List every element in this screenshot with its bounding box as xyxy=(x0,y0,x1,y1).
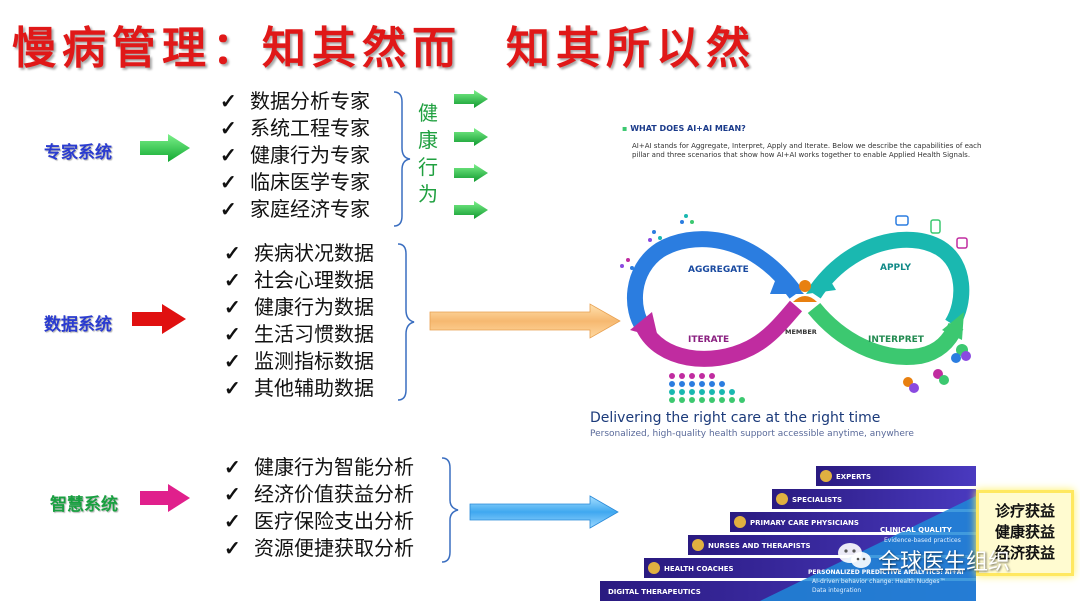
pyramid-step-experts xyxy=(816,466,976,486)
list-item: ✓疾病状况数据 xyxy=(224,241,374,265)
personalized-bullet-2: Data integration xyxy=(812,587,861,594)
apply-arrowhead xyxy=(806,270,836,294)
check-icon: ✓ xyxy=(220,197,237,221)
list-item: ✓资源便捷获取分析 xyxy=(224,536,414,560)
step-label-nurses: NURSES AND THERAPISTS xyxy=(708,542,811,550)
aggregate-label: AGGREGATE xyxy=(688,265,749,275)
check-icon: ✓ xyxy=(220,170,237,194)
step-label-coaches: HEALTH COACHES xyxy=(664,565,734,573)
list-item: ✓健康行为数据 xyxy=(224,295,374,319)
check-icon: ✓ xyxy=(224,268,241,292)
smart-arrow-icon xyxy=(140,484,190,512)
check-icon: ✓ xyxy=(224,349,241,373)
step-icons xyxy=(648,470,832,574)
benefits-box: 诊疗获益 健康获益 经济获益 xyxy=(976,490,1074,576)
personalized-title: PERSONALIZED PREDICTIVE ANALYTICS: AI+AI xyxy=(808,569,964,576)
interpret-label: INTERPRET xyxy=(868,335,925,345)
expert-system-label: 专家系统 xyxy=(44,143,112,163)
smart-bracket xyxy=(441,457,459,563)
data-bracket xyxy=(397,243,415,401)
interpret-loop-segment xyxy=(807,302,964,365)
clinical-quality-title: CLINICAL QUALITY xyxy=(880,526,953,534)
step-label-primary-care: PRIMARY CARE PHYSICIANS xyxy=(750,519,859,527)
step-label-experts: EXPERTS xyxy=(836,473,871,481)
member-icon xyxy=(799,280,811,292)
personalized-bullet-1: AI-driven behavior change: Health Nudges… xyxy=(812,578,946,585)
interpret-arrowhead xyxy=(942,312,964,340)
aggregate-arrowhead xyxy=(770,268,804,294)
benefit-item: 健康获益 xyxy=(994,523,1055,541)
smart-to-pyramid-arrow-icon xyxy=(469,495,619,529)
list-item: ✓健康行为智能分析 xyxy=(224,455,414,479)
list-item: ✓健康行为专家 xyxy=(220,143,370,167)
watermark-text: 全球医生组织 xyxy=(878,550,1011,575)
list-item: ✓其他辅助数据 xyxy=(224,376,374,400)
list-item: ✓数据分析专家 xyxy=(220,89,370,113)
data-list: ✓疾病状况数据 ✓社会心理数据 ✓健康行为数据 ✓生活习惯数据 ✓监测指标数据 … xyxy=(224,240,374,402)
analytics-wedge xyxy=(760,496,976,601)
list-item: ✓生活习惯数据 xyxy=(224,322,374,346)
benefit-item: 经济获益 xyxy=(994,544,1055,562)
small-green-arrows xyxy=(454,90,488,219)
expert-list: ✓数据分析专家 ✓系统工程专家 ✓健康行为专家 ✓临床医学专家 ✓家庭经济专家 xyxy=(220,88,370,223)
apply-label: APPLY xyxy=(880,263,911,273)
list-item: ✓临床医学专家 xyxy=(220,170,370,194)
smart-list: ✓健康行为智能分析 ✓经济价值获益分析 ✓医疗保险支出分析 ✓资源便捷获取分析 xyxy=(224,454,414,562)
wechat-icon xyxy=(838,543,871,568)
member-label: MEMBER xyxy=(785,328,817,336)
list-item: ✓监测指标数据 xyxy=(224,349,374,373)
check-icon: ✓ xyxy=(220,143,237,167)
apply-loop-segment xyxy=(807,231,970,329)
check-icon: ✓ xyxy=(224,482,241,506)
smart-system-label: 智慧系统 xyxy=(50,495,118,515)
check-icon: ✓ xyxy=(220,116,237,140)
iterate-loop-segment xyxy=(636,300,803,367)
step-label-digital: DIGITAL THERAPEUTICS xyxy=(608,588,701,596)
clinical-quality-bullet: Evidence-based practices xyxy=(884,537,961,544)
check-icon: ✓ xyxy=(224,295,241,319)
data-to-loop-arrow-icon xyxy=(429,303,621,339)
iteration-dot-rows xyxy=(669,373,745,403)
check-icon: ✓ xyxy=(224,322,241,346)
infographic-tagline: Delivering the right care at the right t… xyxy=(590,410,881,426)
check-icon: ✓ xyxy=(224,509,241,533)
check-icon: ✓ xyxy=(224,376,241,400)
title-part-1: 慢病管理：知其然而 xyxy=(12,23,462,74)
iterate-label: ITERATE xyxy=(688,335,729,345)
page-title: 慢病管理：知其然而知其所以然 xyxy=(12,12,1072,74)
ai-ai-loop-diagram: AGGREGATE APPLY ITERATE INTERPRET MEMBER xyxy=(620,214,971,403)
infographic-heading: ▪ WHAT DOES AI+AI MEAN? xyxy=(622,124,746,133)
list-item: ✓系统工程专家 xyxy=(220,116,370,140)
expert-bracket xyxy=(393,91,411,227)
check-icon: ✓ xyxy=(220,89,237,113)
signal-dots xyxy=(620,214,971,393)
data-system-label: 数据系统 xyxy=(44,315,112,335)
list-item: ✓医疗保险支出分析 xyxy=(224,509,414,533)
list-item: ✓社会心理数据 xyxy=(224,268,374,292)
check-icon: ✓ xyxy=(224,241,241,265)
care-pyramid: EXPERTS SPECIALISTS PRIMARY CARE PHYSICI… xyxy=(600,466,976,601)
health-behavior-vertical-label: 健 康 行 为 xyxy=(418,101,438,206)
title-part-2: 知其所以然 xyxy=(506,23,756,74)
list-item: ✓家庭经济专家 xyxy=(220,197,370,221)
list-item: ✓经济价值获益分析 xyxy=(224,482,414,506)
infographic-intro: AI+AI stands for Aggregate, Interpret, A… xyxy=(632,142,982,159)
iterate-arrowhead xyxy=(630,312,658,338)
check-icon: ✓ xyxy=(224,455,241,479)
step-label-specialists: SPECIALISTS xyxy=(792,496,842,504)
check-icon: ✓ xyxy=(224,536,241,560)
aggregate-loop-segment xyxy=(626,231,803,333)
data-arrow-icon xyxy=(132,304,186,334)
benefit-item: 诊疗获益 xyxy=(994,502,1055,520)
expert-arrow-icon xyxy=(140,134,190,162)
infographic-subtagline: Personalized, high-quality health suppor… xyxy=(590,429,914,439)
pyramid-step-specialists xyxy=(772,489,976,509)
